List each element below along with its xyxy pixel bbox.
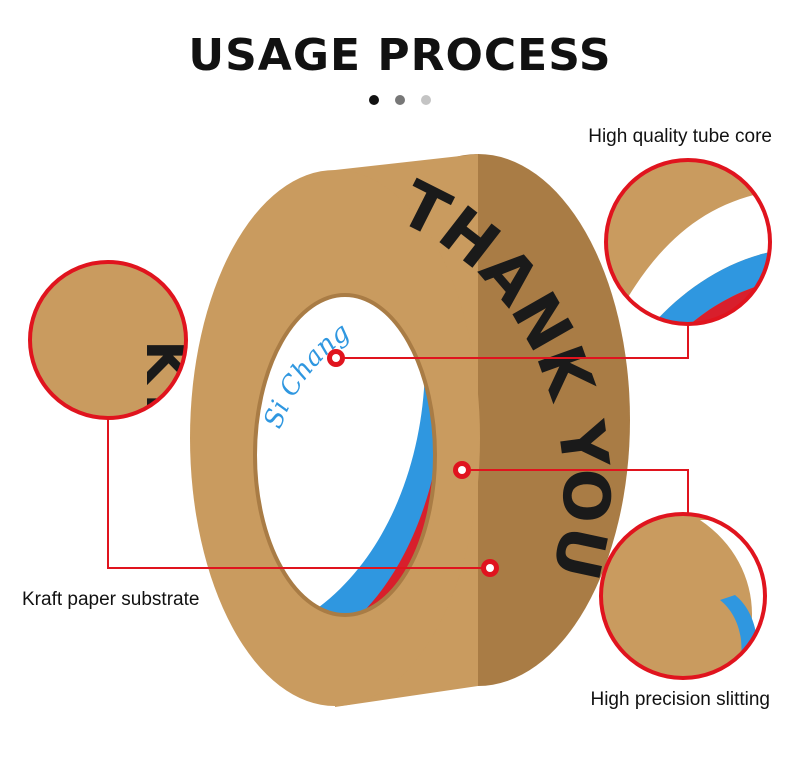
tube-core-rim (253, 293, 437, 617)
leader-line-slitting (462, 469, 689, 514)
leader-line-kraft (107, 418, 490, 569)
callout-dot-slitting (453, 461, 471, 479)
pagination-dots (0, 95, 800, 107)
page-title: USAGE PROCESS (188, 30, 612, 81)
leader-line-core (336, 324, 689, 359)
callout-label-slitting: High precision slitting (590, 689, 770, 710)
callout-label-kraft: Kraft paper substrate (22, 589, 200, 610)
pagination-dot-1[interactable] (369, 95, 379, 105)
callout-label-core: High quality tube core (588, 126, 772, 147)
callout-dot-kraft (481, 559, 499, 577)
pagination-dot-2[interactable] (395, 95, 405, 105)
tape-roll: Si Chang THANK YOU (190, 154, 630, 707)
zoom-slit-ring (599, 512, 767, 680)
callout-dot-core (327, 349, 345, 367)
zoom-circle-kraft: KY (28, 260, 198, 425)
zoom-circle-slitting (599, 512, 767, 680)
zoom-kraft-letters: KY (133, 340, 198, 425)
zoom-circle-core (604, 158, 772, 326)
zoom-kraft-fill (30, 262, 186, 418)
pagination-dot-3[interactable] (421, 95, 431, 105)
zoom-core-white (610, 190, 770, 324)
